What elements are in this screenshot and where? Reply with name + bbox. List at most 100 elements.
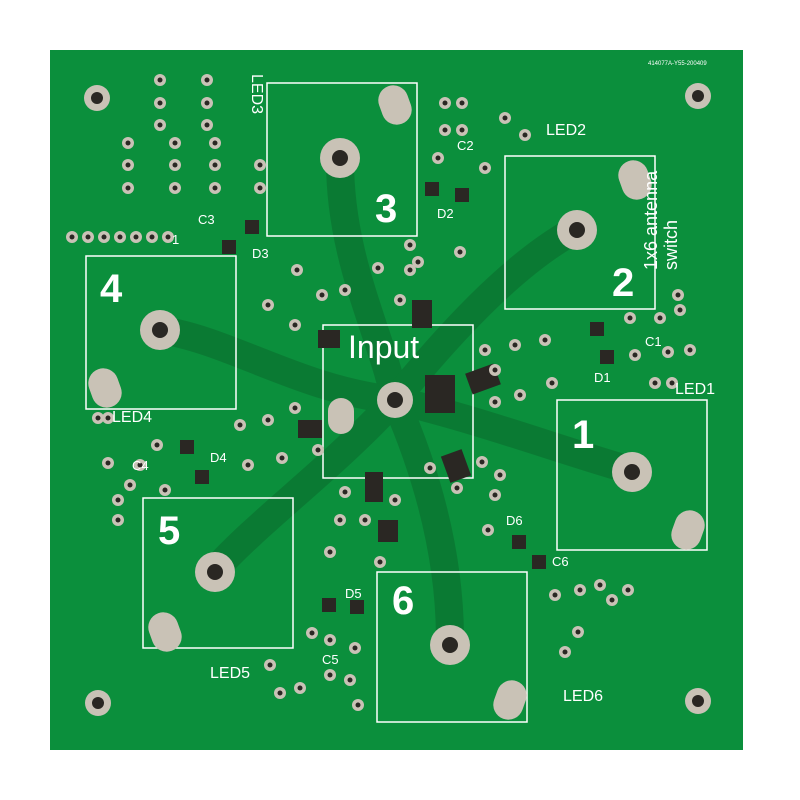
through-hole-drill bbox=[575, 629, 581, 635]
through-hole-drill bbox=[157, 77, 163, 83]
through-hole-drill bbox=[669, 380, 675, 386]
through-hole-drill bbox=[562, 649, 568, 655]
label-led1: LED1 bbox=[675, 381, 715, 398]
through-hole-drill bbox=[105, 415, 111, 421]
through-hole-drill bbox=[482, 165, 488, 171]
through-hole-drill bbox=[415, 259, 421, 265]
through-hole-drill bbox=[212, 185, 218, 191]
smd-pad bbox=[298, 420, 322, 438]
through-hole-drill bbox=[245, 462, 251, 468]
port-number-1: 1 bbox=[572, 413, 594, 457]
trace-port-6 bbox=[381, 386, 464, 654]
ground-pads bbox=[88, 85, 705, 720]
smd-pad bbox=[532, 555, 546, 569]
through-hole-drill bbox=[497, 472, 503, 478]
through-hole-drill bbox=[85, 234, 91, 240]
through-hole-drill bbox=[337, 517, 343, 523]
smd-pad bbox=[195, 470, 209, 484]
ground-pad-1 bbox=[671, 510, 705, 550]
through-hole-drill bbox=[204, 122, 210, 128]
ground-pad-5 bbox=[148, 612, 182, 652]
through-hole-drill bbox=[212, 140, 218, 146]
through-hole-drill bbox=[204, 77, 210, 83]
through-hole-drill bbox=[517, 392, 523, 398]
through-hole-drill bbox=[292, 405, 298, 411]
through-hole-drill bbox=[457, 249, 463, 255]
through-hole-drill bbox=[292, 322, 298, 328]
smd-pad bbox=[440, 449, 472, 483]
smd-pad bbox=[365, 472, 383, 502]
through-hole-drill bbox=[442, 127, 448, 133]
through-hole-drill bbox=[377, 559, 383, 565]
label-c4: C4 bbox=[132, 458, 149, 473]
through-hole-drill bbox=[347, 677, 353, 683]
through-hole-drill bbox=[479, 459, 485, 465]
port-5-outline bbox=[142, 497, 294, 649]
silkscreen-text: 414077A-Y55-200409 Input 1x6 antenna swi… bbox=[100, 61, 715, 705]
antenna-label-1: 1x6 antenna bbox=[641, 170, 661, 270]
through-hole-drill bbox=[327, 549, 333, 555]
through-hole-drill bbox=[442, 100, 448, 106]
through-hole-drill bbox=[172, 185, 178, 191]
smd-pad bbox=[600, 350, 614, 364]
ground-pad-6 bbox=[493, 680, 527, 720]
through-hole-drill bbox=[632, 352, 638, 358]
label-d4: D4 bbox=[210, 450, 227, 465]
trace-port-5 bbox=[201, 386, 409, 584]
port-number-6: 6 bbox=[392, 579, 414, 623]
through-hole-drill bbox=[627, 315, 633, 321]
through-hole-drill bbox=[625, 587, 631, 593]
through-hole-drill bbox=[652, 380, 658, 386]
through-hole-drill bbox=[117, 234, 123, 240]
through-hole-drill bbox=[375, 265, 381, 271]
through-hole-drill bbox=[127, 482, 133, 488]
port-number-2: 2 bbox=[612, 261, 634, 305]
through-hole-drill bbox=[677, 307, 683, 313]
through-hole-drill bbox=[137, 462, 143, 468]
smd-pad bbox=[512, 535, 526, 549]
through-hole-drill bbox=[392, 497, 398, 503]
through-hole-drill bbox=[172, 162, 178, 168]
smd-pad bbox=[425, 182, 439, 196]
through-hole-drill bbox=[427, 465, 433, 471]
port-3-outline bbox=[266, 82, 418, 237]
through-hole-drill bbox=[315, 447, 321, 453]
through-hole-drill bbox=[542, 337, 548, 343]
port-2-outline bbox=[504, 155, 656, 310]
port-1-hole bbox=[624, 464, 640, 480]
through-hole-drill bbox=[257, 162, 263, 168]
smd-pads bbox=[180, 182, 614, 614]
input-hole bbox=[387, 392, 403, 408]
through-hole-drill bbox=[577, 587, 583, 593]
port-number-4: 4 bbox=[100, 267, 123, 311]
through-hole-drill bbox=[115, 497, 121, 503]
through-hole-drill bbox=[609, 597, 615, 603]
smd-pad bbox=[412, 300, 432, 328]
trace-port-2 bbox=[381, 216, 589, 414]
label-led6: LED6 bbox=[563, 688, 603, 705]
through-hole-drill bbox=[101, 234, 107, 240]
through-hole-drill bbox=[342, 287, 348, 293]
smd-pad bbox=[322, 598, 336, 612]
through-hole-drill bbox=[125, 162, 131, 168]
through-hole-drill bbox=[407, 267, 413, 273]
through-hole-drill bbox=[459, 127, 465, 133]
through-hole-drill bbox=[162, 487, 168, 493]
through-hole-drill bbox=[294, 267, 300, 273]
ground-pad-2 bbox=[618, 160, 652, 200]
through-hole-drill bbox=[362, 517, 368, 523]
header-pin-one-label: 1 bbox=[172, 232, 179, 247]
label-d1: D1 bbox=[594, 370, 611, 385]
through-hole-drill bbox=[212, 162, 218, 168]
ground-pad-center bbox=[328, 398, 354, 434]
port-1-outline bbox=[556, 399, 708, 551]
smd-pad bbox=[318, 330, 340, 348]
label-led4: LED4 bbox=[112, 409, 152, 426]
label-led2: LED2 bbox=[546, 122, 586, 139]
smd-pad bbox=[245, 220, 259, 234]
through-hole-drill bbox=[492, 492, 498, 498]
through-hole-drill bbox=[277, 690, 283, 696]
through-hole-drill bbox=[327, 672, 333, 678]
mounting-holes bbox=[84, 83, 711, 716]
port-5-hole bbox=[207, 564, 223, 580]
